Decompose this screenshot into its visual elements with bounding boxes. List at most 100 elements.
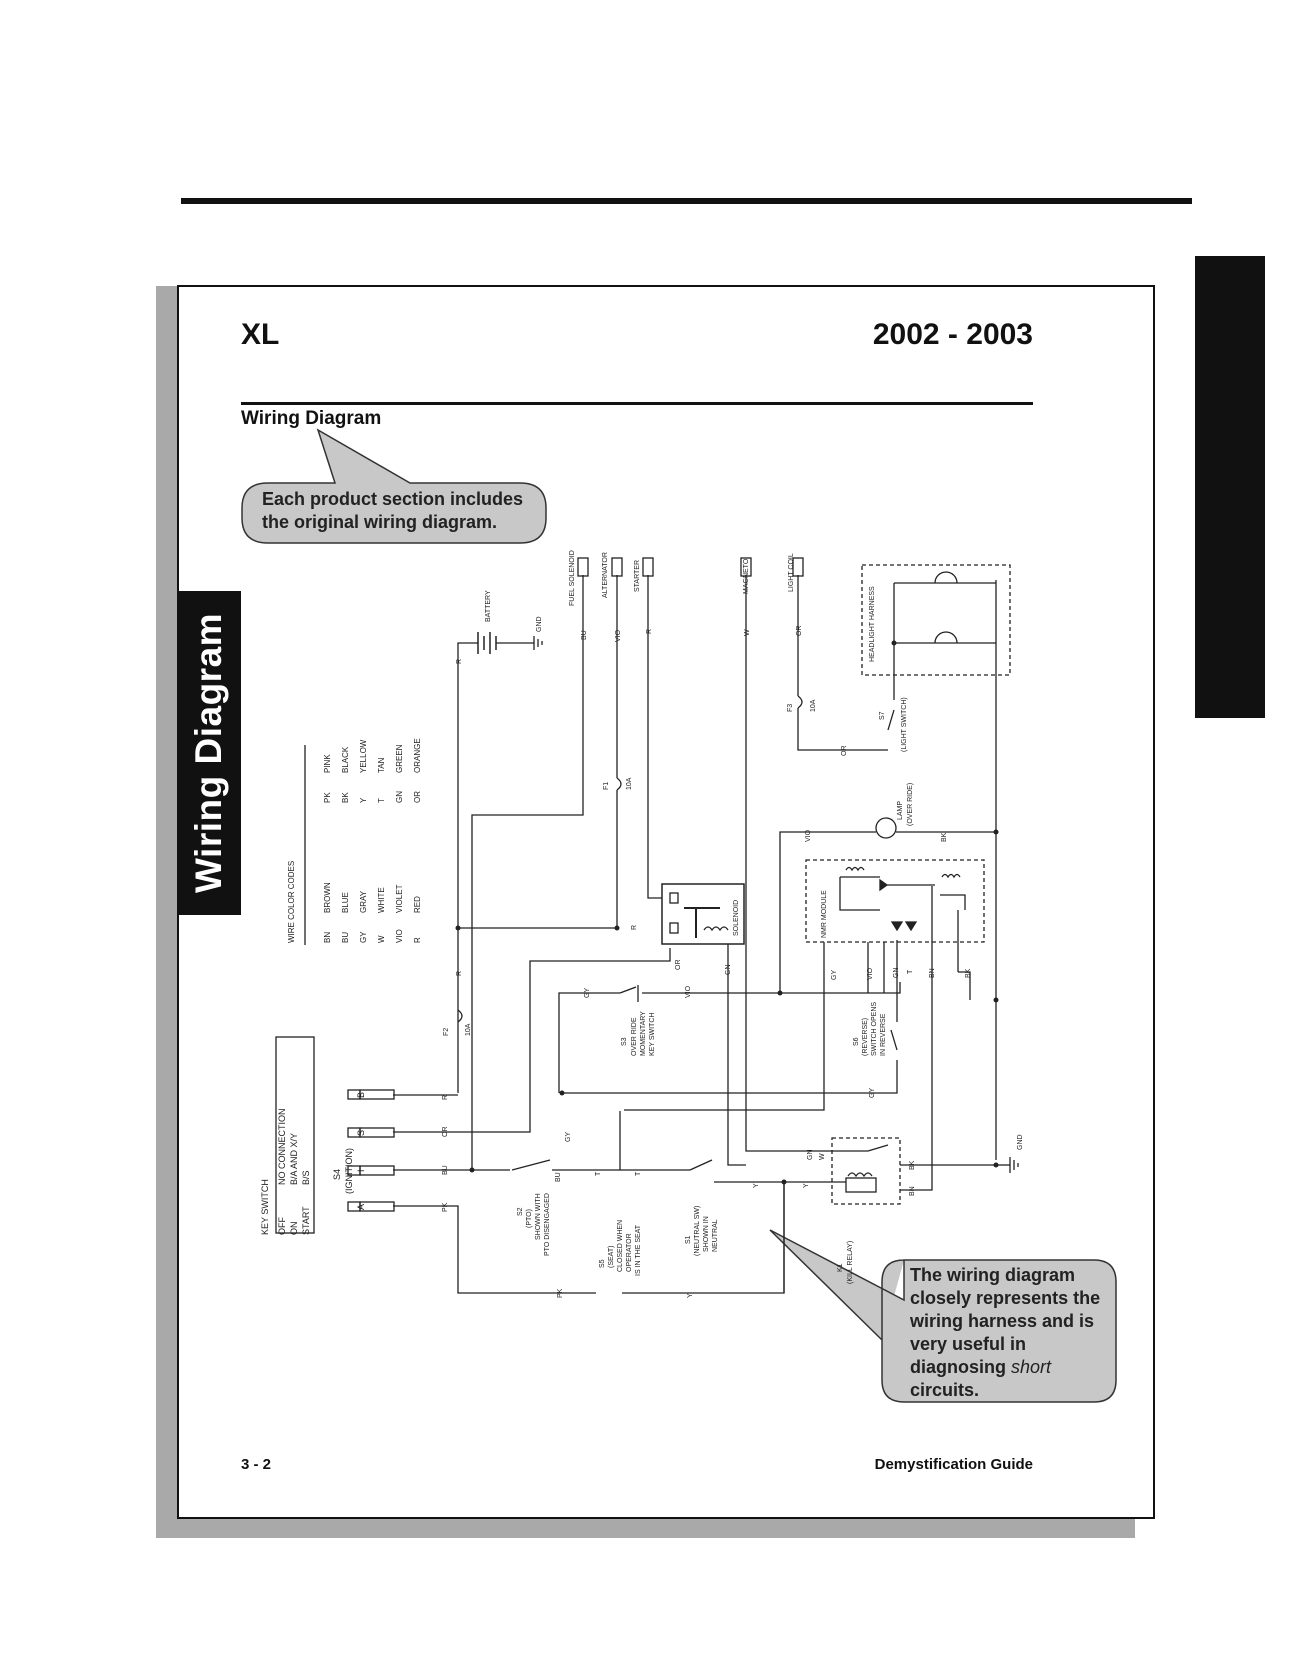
s2-desc: PTO DISENGAGED: [544, 1193, 551, 1256]
legend-code: GN: [395, 791, 404, 803]
wire-label: BU: [442, 1165, 449, 1175]
s6-label: S6: [853, 1037, 860, 1046]
wire-label: OR: [442, 1127, 449, 1138]
wire-label: R: [456, 971, 463, 976]
section-rule: [241, 402, 1033, 405]
f2-label: F2: [443, 1028, 450, 1036]
key-switch-conn: B/A AND X/Y: [289, 1133, 299, 1185]
s2-desc: SHOWN WITH: [535, 1193, 542, 1240]
wire-label: BN: [909, 1186, 916, 1196]
legend-color: WHITE: [377, 887, 386, 913]
wire-label: GY: [584, 988, 591, 998]
s1-desc: (NEUTRAL SW): [694, 1206, 701, 1256]
wire-label: Y: [753, 1183, 760, 1188]
callout-bottom-text-start: The wiring diagram closely represents th…: [910, 1265, 1101, 1377]
s3-desc: KEY SWITCH: [649, 1013, 656, 1056]
starter-solenoid: [661, 883, 745, 945]
wire-label: R: [631, 925, 638, 930]
s4-label: S4: [332, 1169, 342, 1180]
legend-color: PINK: [323, 754, 332, 773]
wire-label: T: [595, 1171, 602, 1176]
wire-label: VIO: [867, 967, 874, 980]
callout-bottom-text: The wiring diagram closely represents th…: [910, 1264, 1110, 1402]
page-number: 3 - 2: [241, 1456, 272, 1473]
wire-label: W: [744, 629, 751, 636]
legend-color: YELLOW: [359, 739, 368, 773]
terminal-a: A: [356, 1204, 366, 1210]
wire-label: T: [907, 969, 914, 974]
key-switch-box: [275, 1036, 315, 1234]
terminal-b: B: [356, 1092, 366, 1098]
legend-code: VIO: [395, 929, 404, 943]
nmr-label: NMR MODULE: [821, 890, 828, 938]
wire-label: BN: [929, 968, 936, 978]
wire-label: VIO: [615, 629, 622, 642]
s5-desc: OPERATOR: [626, 1233, 633, 1272]
wire-label: VIO: [685, 985, 692, 998]
wire-label: W: [819, 1153, 826, 1160]
gnd-label-right: GND: [1017, 1134, 1024, 1150]
key-switch-pos: START: [301, 1206, 311, 1235]
s5-desc: IS IN THE SEAT: [635, 1224, 642, 1276]
legend-color: RED: [413, 896, 422, 913]
s5-desc: CLOSED WHEN: [617, 1220, 624, 1272]
legend-color: GRAY: [359, 890, 368, 913]
wire-label: R: [456, 659, 463, 664]
wire-label: GN: [893, 968, 900, 979]
fuel-solenoid-label: FUEL SOLENOID: [569, 550, 576, 606]
wire-label: OR: [675, 960, 682, 971]
key-switch-title: KEY SWITCH: [260, 1179, 270, 1235]
wire-label: GY: [565, 1132, 572, 1142]
s1-label: S1: [685, 1235, 692, 1244]
legend-code: BK: [341, 792, 350, 803]
headlight-label: HEADLIGHT HARNESS: [869, 586, 876, 662]
s5-desc: (SEAT): [608, 1246, 615, 1268]
legend-color: BLACK: [341, 746, 350, 773]
model-title: XL: [241, 318, 280, 351]
s3-label: S3: [621, 1037, 628, 1046]
wire-label: OR: [841, 746, 848, 757]
alternator-label: ALTERNATOR: [602, 552, 609, 598]
wire-r-main: [457, 642, 478, 1093]
wire-label: GN: [807, 1150, 814, 1161]
lamp-desc: (OVER RIDE): [907, 783, 914, 826]
legend-code: PK: [323, 792, 332, 803]
s2-label: S2: [517, 1207, 524, 1216]
callout-bubble-top: [241, 428, 547, 544]
gnd-label: GND: [536, 616, 543, 632]
wire-label: BU: [555, 1172, 562, 1182]
legend-code: R: [413, 937, 422, 943]
legend-code: GY: [359, 931, 368, 943]
magneto-label: MAGNETO: [743, 558, 750, 594]
s2-desc: (PTO): [526, 1209, 533, 1228]
s3-desc: MOMENTARY: [640, 1011, 647, 1056]
chapter-tab-marker: [1195, 256, 1265, 718]
model-years: 2002 - 2003: [872, 318, 1033, 351]
legend-code: BU: [341, 932, 350, 943]
lamp-label: LAMP: [897, 801, 904, 820]
wire-color-legend: WIRE COLOR CODES BN BROWN BU BLUE GY GRA…: [287, 738, 422, 943]
wire-label: BK: [909, 1160, 916, 1170]
s6-desc: IN REVERSE: [880, 1013, 887, 1056]
k1-desc: (KILL RELAY): [847, 1241, 854, 1284]
s6-desc: SWITCH OPENS: [871, 1002, 878, 1056]
terminal-s: S: [356, 1130, 366, 1136]
legend-color: GREEN: [395, 744, 404, 773]
legend-code: Y: [359, 797, 368, 803]
s3-desc: OVER RIDE: [631, 1017, 638, 1056]
s5-label: S5: [599, 1259, 606, 1268]
callout-bottom-emphasis: short: [1011, 1357, 1052, 1377]
f1-label: F1: [603, 782, 610, 790]
legend-color: VIOLET: [395, 884, 404, 913]
callout-bubble-bottom: [769, 1229, 1117, 1403]
light-coil-label: LIGHT COIL: [788, 553, 795, 592]
legend-code: T: [377, 798, 386, 803]
legend-code: W: [377, 935, 386, 943]
wire-label: R: [646, 629, 653, 634]
wire-label: GY: [831, 970, 838, 980]
s6-desc: (REVERSE): [862, 1018, 869, 1056]
solenoid-label: SOLENOID: [733, 900, 740, 936]
f3-label: F3: [787, 704, 794, 712]
wire-label: Y: [803, 1183, 810, 1188]
